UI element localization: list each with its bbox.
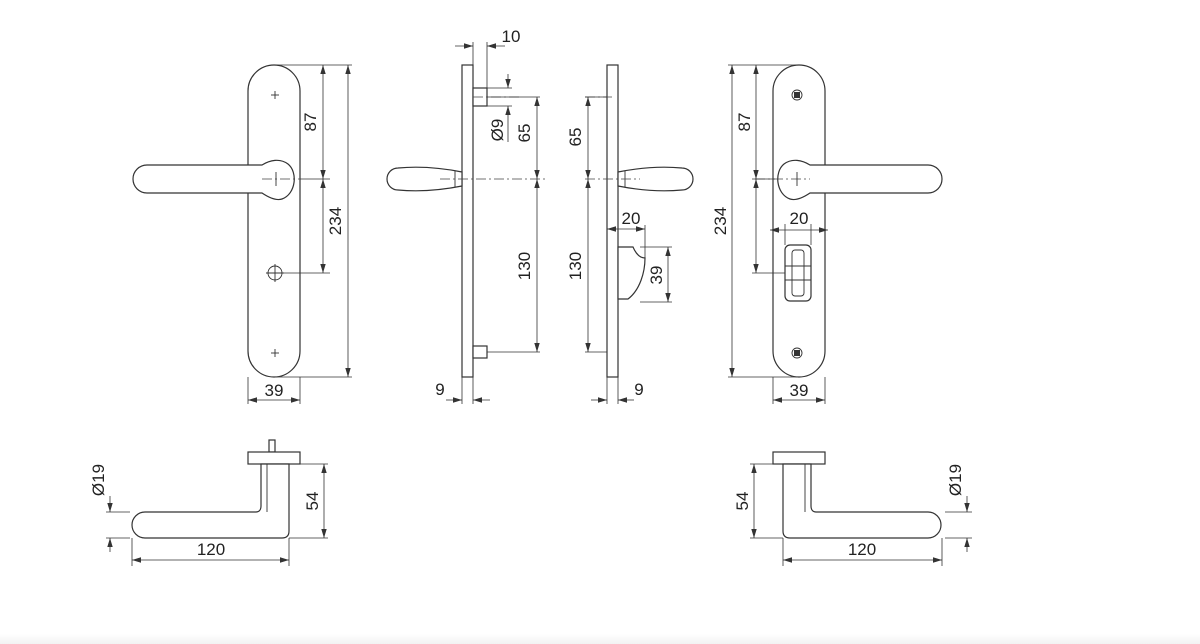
lever-top-view-left: Ø19 54 120 <box>89 439 328 566</box>
lever-handle <box>777 159 943 201</box>
dim-plate-thickness: 9 <box>435 380 444 399</box>
lever-profile <box>386 166 463 192</box>
side-view-left: 10 Ø9 65 130 9 <box>386 27 545 404</box>
dim-spindle-diameter: Ø9 <box>488 119 507 142</box>
dim-axis-to-screw: 130 <box>566 252 585 280</box>
lever-body <box>131 463 290 539</box>
lever-top-view-right: 54 Ø19 120 <box>733 451 972 566</box>
spindle-top <box>268 439 276 453</box>
lever-profile <box>617 166 694 192</box>
dim-spindle-length: 10 <box>502 27 521 46</box>
screw-mark <box>271 91 279 357</box>
lever-body <box>782 463 942 539</box>
dim-projection: 54 <box>733 492 752 511</box>
dim-total-height: 234 <box>711 207 730 235</box>
dim-plate-width: 39 <box>265 381 284 400</box>
plate-profile <box>461 64 474 378</box>
dim-lever-length: 120 <box>197 540 225 559</box>
thumb-turn <box>784 244 812 302</box>
dim-axis-to-screw: 130 <box>515 252 534 280</box>
side-view-right: 65 130 20 39 9 <box>566 64 694 404</box>
dim-top-to-axis-side: 65 <box>515 124 534 143</box>
dim-grip-diameter: Ø19 <box>946 464 965 496</box>
dim-turn-width: 20 <box>790 209 809 228</box>
dim-plate-width: 39 <box>790 381 809 400</box>
front-view-left: 87 234 39 <box>132 64 352 404</box>
keyhole <box>266 264 284 282</box>
screw-head <box>791 89 803 359</box>
dim-turn-width: 20 <box>622 209 641 228</box>
front-view-right: 20 234 87 39 <box>711 64 943 404</box>
escutcheon-plate <box>247 64 301 378</box>
dim-plate-thickness: 9 <box>634 380 643 399</box>
lever-handle <box>132 159 295 201</box>
dim-turn-height: 39 <box>647 266 666 285</box>
bottom-edge <box>0 634 1200 644</box>
dim-top-to-axis: 87 <box>735 113 754 132</box>
dim-projection: 54 <box>303 492 322 511</box>
dim-lever-length: 120 <box>848 540 876 559</box>
rose <box>247 451 301 465</box>
rose <box>772 451 826 465</box>
dim-top-to-axis-side: 65 <box>566 128 585 147</box>
dim-grip-diameter: Ø19 <box>89 464 108 496</box>
dim-total-height: 234 <box>326 207 345 235</box>
thumb-turn-profile <box>617 246 646 300</box>
plate-profile <box>606 64 619 378</box>
dim-top-to-axis: 87 <box>301 113 320 132</box>
